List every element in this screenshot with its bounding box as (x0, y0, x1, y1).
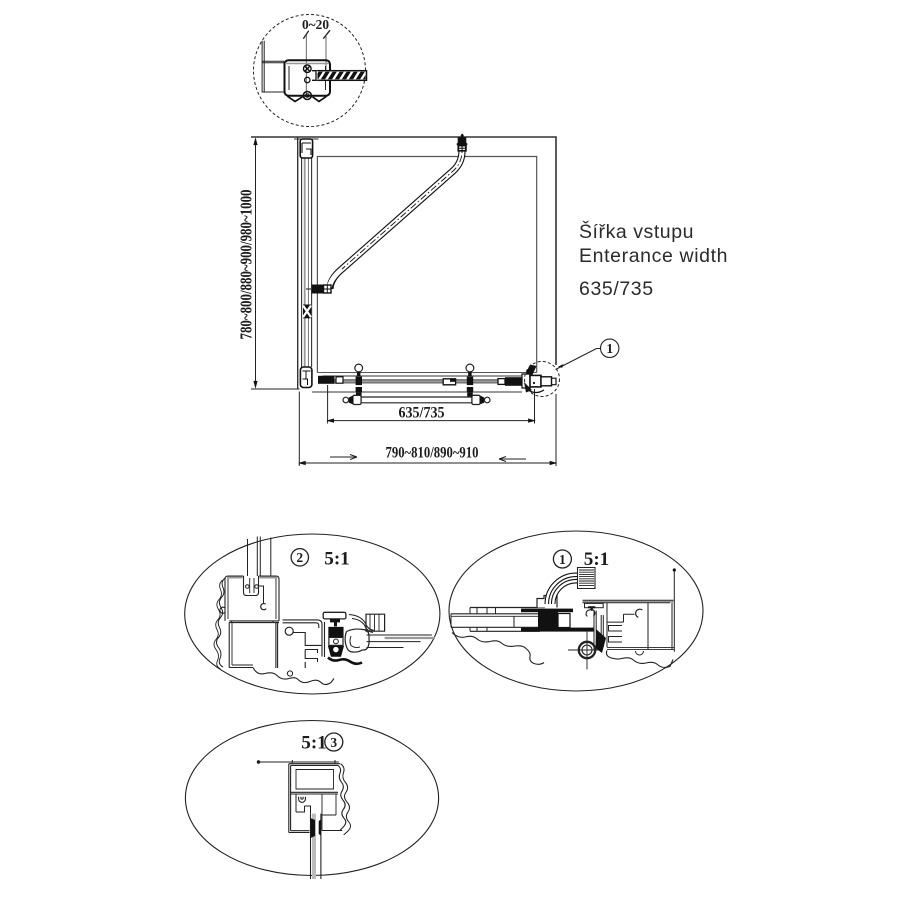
svg-text:Šířka vstupu: Šířka vstupu (579, 220, 694, 243)
svg-text:0~20: 0~20 (302, 18, 329, 33)
svg-text:Enterance width: Enterance width (579, 245, 728, 267)
svg-text:5:1: 5:1 (324, 549, 350, 570)
svg-text:780~800/880~900/980~1000: 780~800/880~900/980~1000 (236, 189, 255, 339)
svg-text:1: 1 (559, 552, 566, 567)
svg-text:635/735: 635/735 (399, 405, 445, 422)
svg-text:2: 2 (296, 550, 303, 565)
svg-text:3: 3 (330, 735, 337, 750)
svg-text:1: 1 (606, 341, 613, 356)
svg-text:5:1: 5:1 (584, 549, 610, 570)
svg-text:5:1: 5:1 (301, 733, 327, 754)
svg-text:635/735: 635/735 (579, 278, 654, 300)
svg-text:790~810/890~910: 790~810/890~910 (386, 445, 479, 462)
